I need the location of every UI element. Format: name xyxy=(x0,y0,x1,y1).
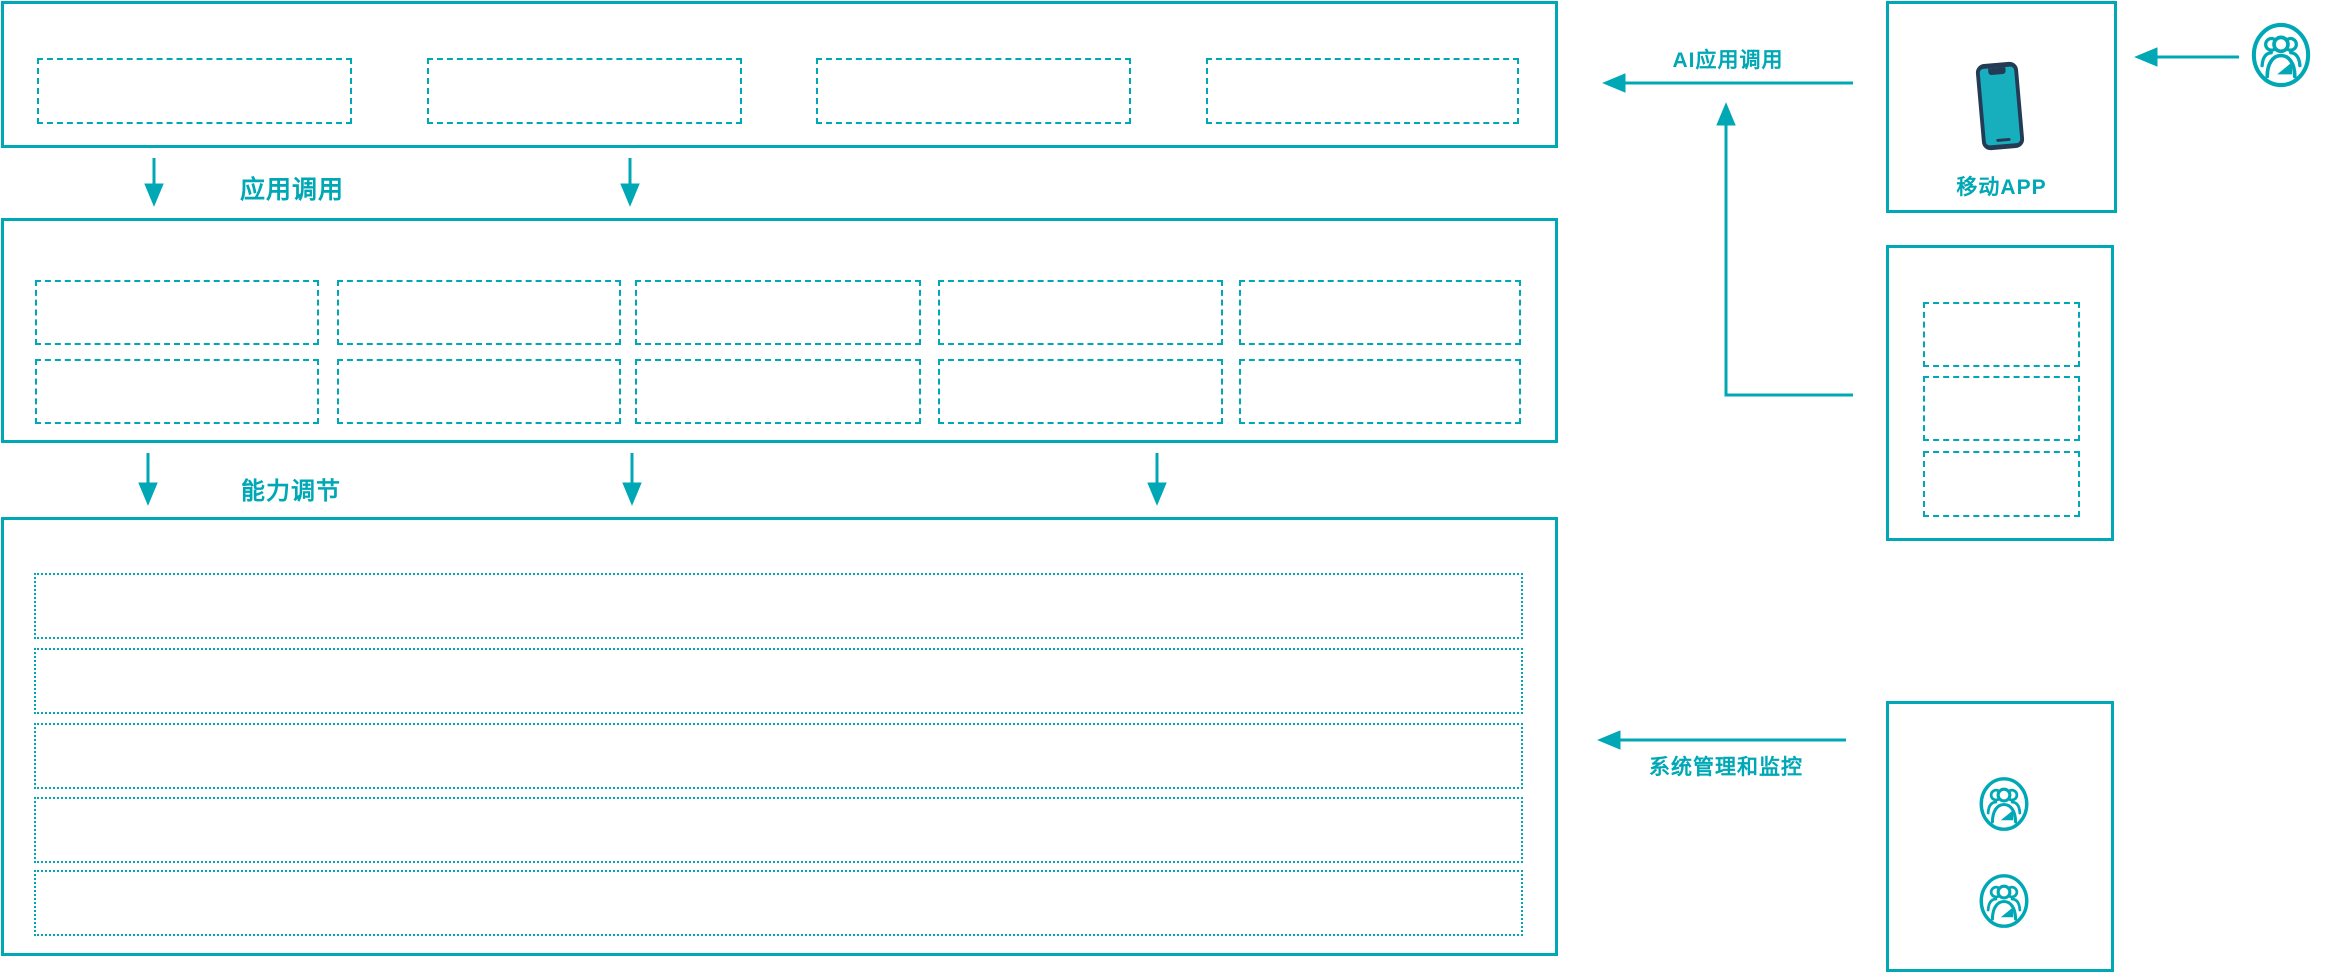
gateway-panel xyxy=(1886,245,2114,541)
placeholder-box xyxy=(337,280,621,345)
placeholder-box xyxy=(1239,359,1521,424)
resource-row xyxy=(34,648,1523,714)
external-user-group-icon xyxy=(2250,21,2312,89)
placeholder-box xyxy=(938,280,1223,345)
gateway-slot xyxy=(1923,376,2080,441)
user-group-icon xyxy=(1978,873,2030,929)
mobile-app-label: 移动APP xyxy=(1956,176,2047,199)
placeholder-box xyxy=(1206,58,1519,124)
placeholder-box xyxy=(1239,280,1521,345)
edge-label-capability-adjust: 能力调节 xyxy=(241,478,341,505)
arrow-gateway-up xyxy=(1716,102,1853,397)
placeholder-box xyxy=(816,58,1131,124)
resource-row xyxy=(34,870,1523,936)
resource-layer-panel xyxy=(1,517,1558,956)
placeholder-box xyxy=(635,280,921,345)
resource-row xyxy=(34,797,1523,863)
placeholder-box xyxy=(635,359,921,424)
capability-layer-panel xyxy=(1,218,1558,443)
app-layer-panel xyxy=(1,1,1558,148)
user-group-icon xyxy=(1978,776,2030,832)
mobile-app-panel: 移动APP xyxy=(1886,1,2117,213)
placeholder-box xyxy=(37,58,352,124)
placeholder-box xyxy=(35,280,319,345)
admin-panel xyxy=(1886,701,2114,972)
resource-row xyxy=(34,723,1523,789)
gateway-slot xyxy=(1923,451,2080,517)
edge-label-ai-app-call: AI应用调用 xyxy=(1672,49,1784,72)
smartphone-icon xyxy=(1975,61,2025,151)
gateway-slot xyxy=(1923,302,2080,367)
edge-label-app-call: 应用调用 xyxy=(239,176,345,204)
placeholder-box xyxy=(938,359,1223,424)
placeholder-box xyxy=(427,58,742,124)
placeholder-box xyxy=(337,359,621,424)
edge-label-sys-monitor: 系统管理和监控 xyxy=(1649,756,1803,779)
resource-row xyxy=(34,573,1523,639)
placeholder-box xyxy=(35,359,319,424)
